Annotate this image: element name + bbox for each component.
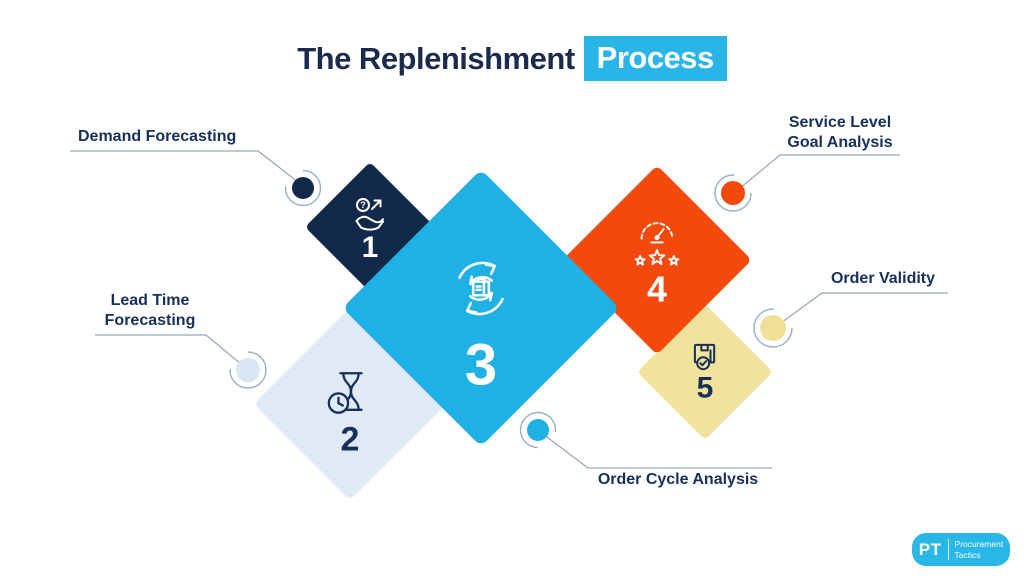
- brand-logo: PT Procurement Tactics: [912, 533, 1010, 566]
- pt-monogram: PT: [918, 540, 942, 559]
- page-title: The Replenishment Process: [0, 36, 1024, 81]
- connector-line-lead: [95, 334, 248, 370]
- connector-line-validity: [773, 292, 948, 329]
- connector-line-cycle: [538, 430, 772, 469]
- logo-divider: [947, 539, 949, 560]
- connector-dot-service: [721, 181, 745, 205]
- connector-dot-lead: [236, 358, 260, 382]
- marker-ring-service: [714, 174, 752, 212]
- logo-name-line2: Tactics: [954, 549, 981, 560]
- connector-line-demand: [70, 150, 303, 186]
- connector-dot-validity: [760, 315, 786, 341]
- title-text: The Replenishment: [297, 41, 575, 76]
- step-label-order-cycle-analysis: Order Cycle Analysis: [597, 471, 759, 488]
- marker-ring-validity: [753, 308, 793, 348]
- marker-ring-cycle: [519, 411, 557, 449]
- step-label-order-validity: Order Validity: [830, 270, 936, 287]
- logo-name-line1: Procurement: [954, 539, 1004, 550]
- connector-dot-cycle: [527, 419, 549, 441]
- connector-line-service: [733, 154, 900, 194]
- step-label-service-level-goal: Service Level Goal Analysis: [787, 114, 893, 151]
- connector-dot-demand: [292, 177, 314, 199]
- title-highlight: Process: [583, 36, 727, 81]
- step-label-demand-forecasting: Demand Forecasting: [78, 128, 237, 145]
- marker-ring-lead: [229, 351, 267, 389]
- logo-name: Procurement Tactics: [955, 539, 1004, 559]
- step-label-lead-time-forecasting: Lead Time Forecasting: [104, 292, 196, 329]
- marker-ring-demand: [284, 169, 322, 207]
